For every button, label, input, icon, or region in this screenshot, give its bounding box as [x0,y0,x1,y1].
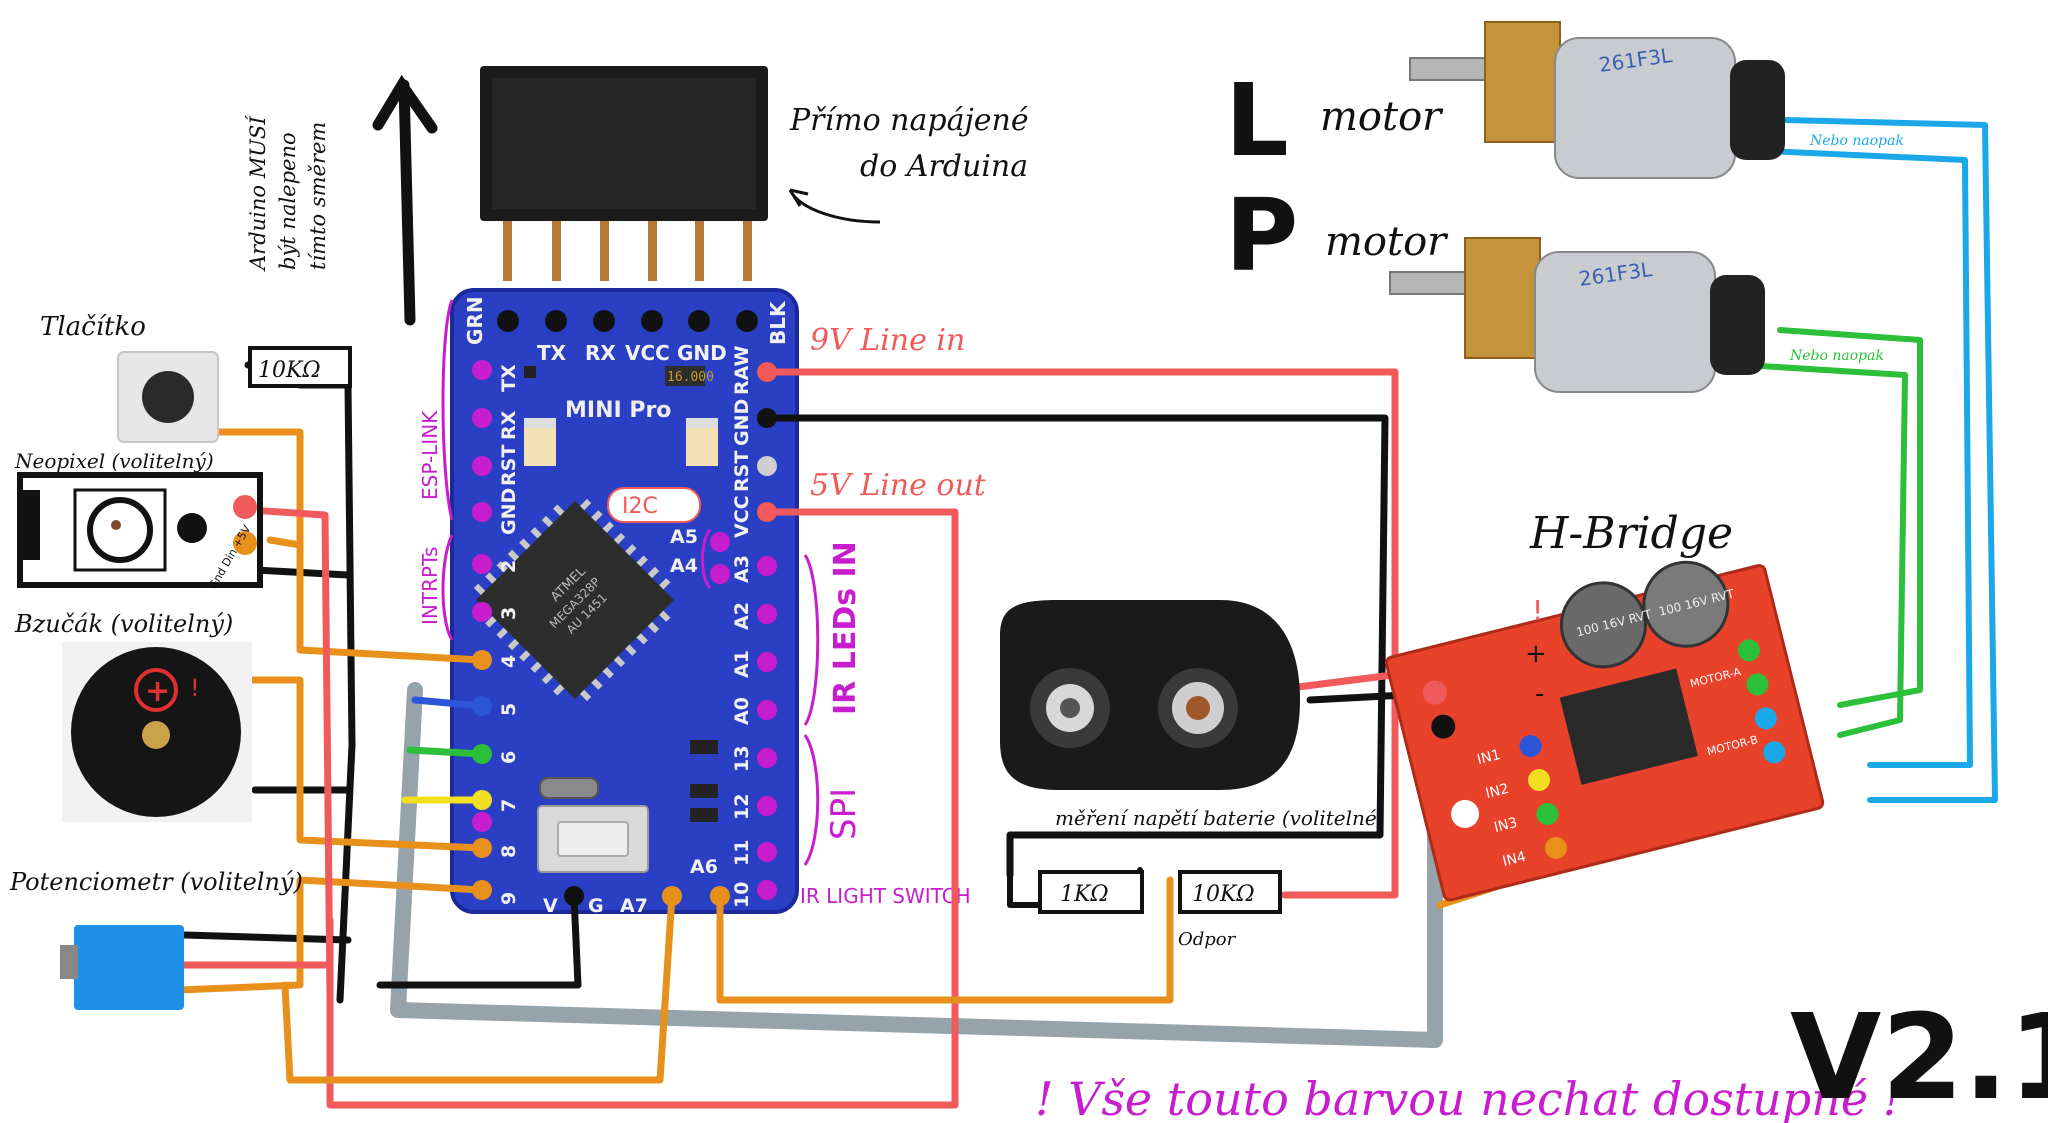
battery-clip [1000,600,1300,790]
inner-a7: A7 [620,895,648,917]
pin-group-brackets [441,299,820,866]
hbridge-plus: + [1525,639,1547,669]
left-label-tx: TX [498,364,520,392]
hbridge-label: H-Bridge [1529,508,1733,559]
left-label-8: 8 [498,845,520,858]
push-button [117,351,219,443]
left-label-4: 4 [498,655,520,668]
motor-left: 261F3L [1409,21,1785,179]
resistor-10k-divider: 10KΩ [1178,870,1282,914]
orientation-arrow [372,74,438,326]
nebo-napak-bottom: Nebo naopak [1789,348,1884,364]
inner-a6: A6 [690,856,718,878]
top-pin-grn: GRN [463,296,487,345]
arduino-board: ATMEL MEGA328P AU 1451 16.000 MINI Pro G… [450,288,799,917]
potentiometer [60,925,184,1010]
h-bridge-board: 100 16V RVT 100 16V RVT IN1 IN2 IN3 IN4 … [1384,560,1825,902]
hbridge-in1: IN1 [1476,747,1503,768]
res-1k-label: 1KΩ [1060,882,1109,907]
right-label-gnd: GND [731,399,753,446]
hbridge-in3: IN3 [1492,815,1519,836]
button-label: Tlačítko [40,312,146,342]
resistor-1k: 1KΩ [1038,870,1144,914]
right-label-a3: A3 [731,555,753,583]
top-pin-gnd: GND [677,341,727,365]
footer-note: ! Vše touto barvou nechat dostupné ! [1035,1072,1901,1123]
right-label-vcc: VCC [731,495,753,538]
board-title: MINI Pro [565,398,671,423]
right-label-a0: A0 [731,697,753,725]
inner-a5: A5 [670,526,698,548]
rgb-led-label: Neopixel (volitelný) [14,449,214,473]
left-label-gnd: GND [498,488,520,535]
buzzer: + ! [62,642,252,822]
top-pin-blk: BLK [766,300,790,345]
ir-light-switch-label: IR LIGHT SWITCH [800,884,971,908]
arduino-note-2: být nalepeno [276,132,300,270]
left-label-5: 5 [498,703,520,716]
i2c-label: I2C [622,494,658,519]
top-pin-vcc: VCC [625,341,670,365]
right-label-a1: A1 [731,650,753,678]
motor-p-word: motor [1325,219,1449,265]
header-note-1: Přímo napájené [789,103,1029,138]
motor-l-letter: L [1225,62,1289,179]
right-label-a2: A2 [731,602,753,630]
motor-right: 261F3L [1389,237,1765,393]
intrpts-label: INTRPTs [418,547,442,625]
line-5v-label: 5V Line out [810,468,987,503]
odpor-label: Odpor [1178,929,1237,950]
right-label-12: 12 [731,794,753,820]
resistor-top-label: 10KΩ [258,358,321,383]
rgb-led-module [17,472,263,588]
res-10k-label: 10KΩ [1192,882,1255,907]
hbridge-in4: IN4 [1501,849,1528,870]
right-label-13: 13 [731,746,753,772]
header-note-arrow [788,188,881,224]
inner-g: G [588,895,604,917]
left-label-rst: RST [498,445,520,486]
left-label-2: 2 [498,560,520,573]
right-label-raw: RAW [731,346,753,395]
top-pin-tx: TX [537,341,567,365]
arduino-note-3: tímto směrem [306,122,330,270]
buzzer-plus: + [145,674,170,709]
inner-a4: A4 [670,555,698,577]
potentiometer-label: Potenciometr (volitelný) [9,868,303,896]
nebo-napak-top: Nebo naopak [1809,133,1904,149]
crystal-label: 16.000 [667,370,714,385]
arduino-note-1: Arduino MUSÍ [246,115,270,272]
motor-l-word: motor [1320,94,1444,140]
buzzer-exclaim: ! [190,674,200,702]
right-label-11: 11 [731,840,753,866]
version-label: V2.1 [1790,988,2048,1123]
right-label-rst: RST [731,451,753,492]
top-pin-rx: RX [585,341,616,365]
inner-v: V [543,895,558,917]
left-label-7: 7 [498,799,520,812]
battery-measure-label: měření napětí baterie (volitelné) [1055,806,1385,830]
spi-label: SPI [824,788,864,840]
resistor-10k-top: 10KΩ [248,346,352,388]
hbridge-minus: - [1535,679,1544,709]
left-label-6: 6 [498,751,520,764]
line-9v-label: 9V Line in [810,323,965,358]
right-label-10: 10 [731,882,753,908]
left-label-rx: RX [498,410,520,440]
left-label-3: 3 [498,607,520,620]
pin-header [480,66,768,281]
motor-p-letter: P [1225,177,1298,294]
ir-leds-label: IR LEDs IN [828,541,863,715]
buzzer-label: Bzučák (volitelný) [14,610,233,638]
hbridge-exclaim: ! [1532,594,1543,627]
hbridge-in2: IN2 [1484,781,1511,802]
header-note-2: do Arduina [860,149,1028,184]
esp-link-label: ESP-LINK [418,410,442,500]
left-label-9: 9 [498,892,520,905]
